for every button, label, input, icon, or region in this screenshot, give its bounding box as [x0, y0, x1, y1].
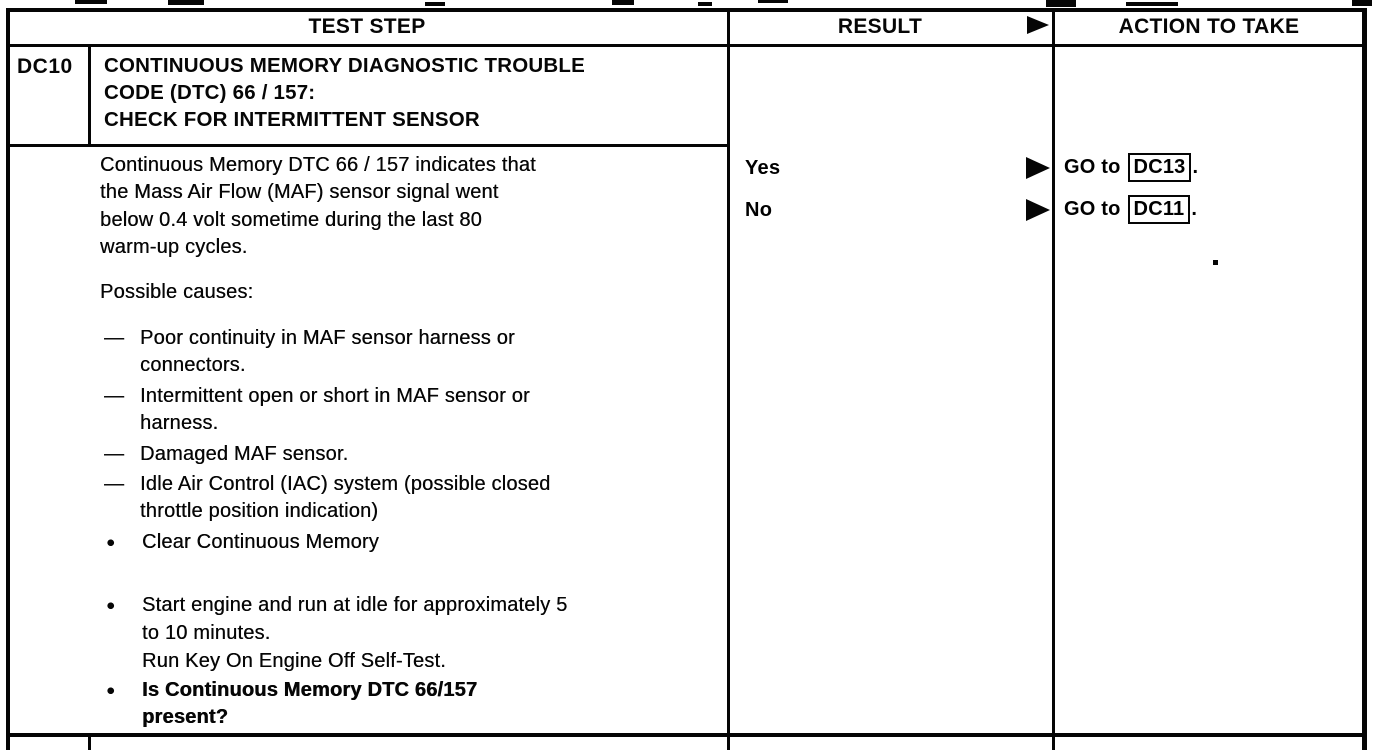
list-item: — Intermittent open or short in MAF sens… [104, 383, 729, 438]
cause-line: Intermittent open or short in MAF sensor… [140, 384, 530, 407]
cause-line: Poor continuity in MAF sensor harness or [140, 327, 515, 349]
list-item: ● Clear Continuous Memory [104, 529, 744, 556]
scan-artifact [758, 0, 788, 3]
list-item: Run Key On Engine Off Self-Test. [104, 648, 744, 675]
scan-artifact [1046, 0, 1076, 7]
column-header-result: RESULT [837, 15, 923, 38]
step-id: DC10 [17, 55, 73, 78]
instruction-line: Run Key On Engine Off Self-Test. [142, 650, 446, 673]
step-reference-box: DC11 [1127, 195, 1191, 224]
result-row-yes: Yes [745, 155, 1050, 182]
column-divider-result [727, 8, 730, 750]
cause-line: Damaged MAF sensor. [140, 442, 349, 465]
list-item: ● Is Continuous Memory DTC 66/157 presen… [104, 677, 744, 732]
possible-causes-label: Possible causes: [100, 281, 254, 303]
step-reference-box: DC13 [1127, 153, 1192, 182]
causes-list: — Poor continuity in MAF sensor harness … [104, 325, 729, 526]
dash-bullet-icon: — [104, 327, 125, 349]
action-suffix: . [1192, 156, 1199, 178]
step-id-cell-divider [88, 44, 91, 147]
description-line: warm-up cycles. [100, 236, 248, 259]
scan-artifact [75, 0, 107, 4]
result-row-no: No [745, 197, 1050, 224]
action-suffix: . [1191, 198, 1198, 220]
step-title-line: CHECK FOR INTERMITTENT SENSOR [104, 108, 480, 131]
table-border-top [6, 8, 1366, 12]
step-title-divider [6, 144, 730, 147]
scan-artifact [698, 2, 712, 6]
description-line: below 0.4 volt sometime during the last … [100, 208, 482, 231]
list-item: — Damaged MAF sensor. [104, 441, 729, 468]
dash-bullet-icon: — [104, 473, 125, 496]
action-row-yes: GO to DC13 . [1064, 153, 1198, 182]
result-arrow-icon [1026, 199, 1050, 221]
circle-bullet-icon: ● [106, 597, 116, 615]
row-divider-bottom [6, 733, 1366, 737]
scan-artifact [425, 2, 445, 6]
column-header-action-to-take: ACTION TO TAKE [1118, 15, 1300, 38]
action-prefix: GO to [1064, 156, 1121, 178]
column-divider-action [1052, 8, 1055, 750]
cause-line: connectors. [140, 354, 246, 377]
dash-bullet-icon: — [104, 384, 125, 407]
scan-artifact [1213, 260, 1218, 265]
circle-bullet-icon: ● [106, 681, 116, 699]
table-border-right [1362, 8, 1367, 750]
instruction-line: Clear Continuous Memory [142, 531, 379, 553]
step-description: Continuous Memory DTC 66 / 157 indicates… [100, 152, 725, 262]
circle-bullet-icon: ● [106, 534, 116, 551]
dash-bullet-icon: — [104, 442, 125, 465]
list-item: — Idle Air Control (IAC) system (possibl… [104, 471, 729, 526]
scan-artifact [168, 0, 204, 5]
action-prefix: GO to [1064, 198, 1121, 220]
header-row-divider [6, 44, 1366, 47]
cause-line: harness. [140, 412, 219, 435]
column-header-test-step: TEST STEP [308, 15, 426, 38]
cause-line: throttle position indication) [140, 500, 379, 523]
scan-artifact [612, 0, 634, 5]
step-title: CONTINUOUS MEMORY DIAGNOSTIC TROUBLE COD… [104, 52, 724, 133]
cause-line: Idle Air Control (IAC) system (possible … [140, 473, 551, 496]
next-row-cell-divider [88, 737, 91, 750]
description-line: the Mass Air Flow (MAF) sensor signal we… [100, 181, 499, 204]
result-label: Yes [745, 157, 781, 179]
result-label: No [745, 199, 773, 221]
result-header-arrow-icon [1027, 16, 1049, 34]
table-border-left [6, 8, 10, 750]
question-line: present? [142, 706, 229, 729]
question-line: Is Continuous Memory DTC 66/157 [142, 678, 478, 701]
instructions-list: ● Clear Continuous Memory ● Start engine… [104, 529, 744, 731]
step-title-line: CODE (DTC) 66 / 157: [104, 81, 316, 104]
scan-artifact [1352, 0, 1372, 6]
list-item: ● Start engine and run at idle for appro… [104, 592, 744, 647]
list-item: — Poor continuity in MAF sensor harness … [104, 325, 729, 380]
instruction-line: to 10 minutes. [142, 621, 271, 644]
instruction-line: Start engine and run at idle for approxi… [142, 594, 568, 617]
action-row-no: GO to DC11 . [1064, 195, 1197, 224]
scan-artifact [1126, 2, 1178, 6]
result-arrow-icon [1026, 157, 1050, 179]
description-line: Continuous Memory DTC 66 / 157 indicates… [100, 154, 536, 176]
step-title-line: CONTINUOUS MEMORY DIAGNOSTIC TROUBLE [104, 54, 585, 77]
